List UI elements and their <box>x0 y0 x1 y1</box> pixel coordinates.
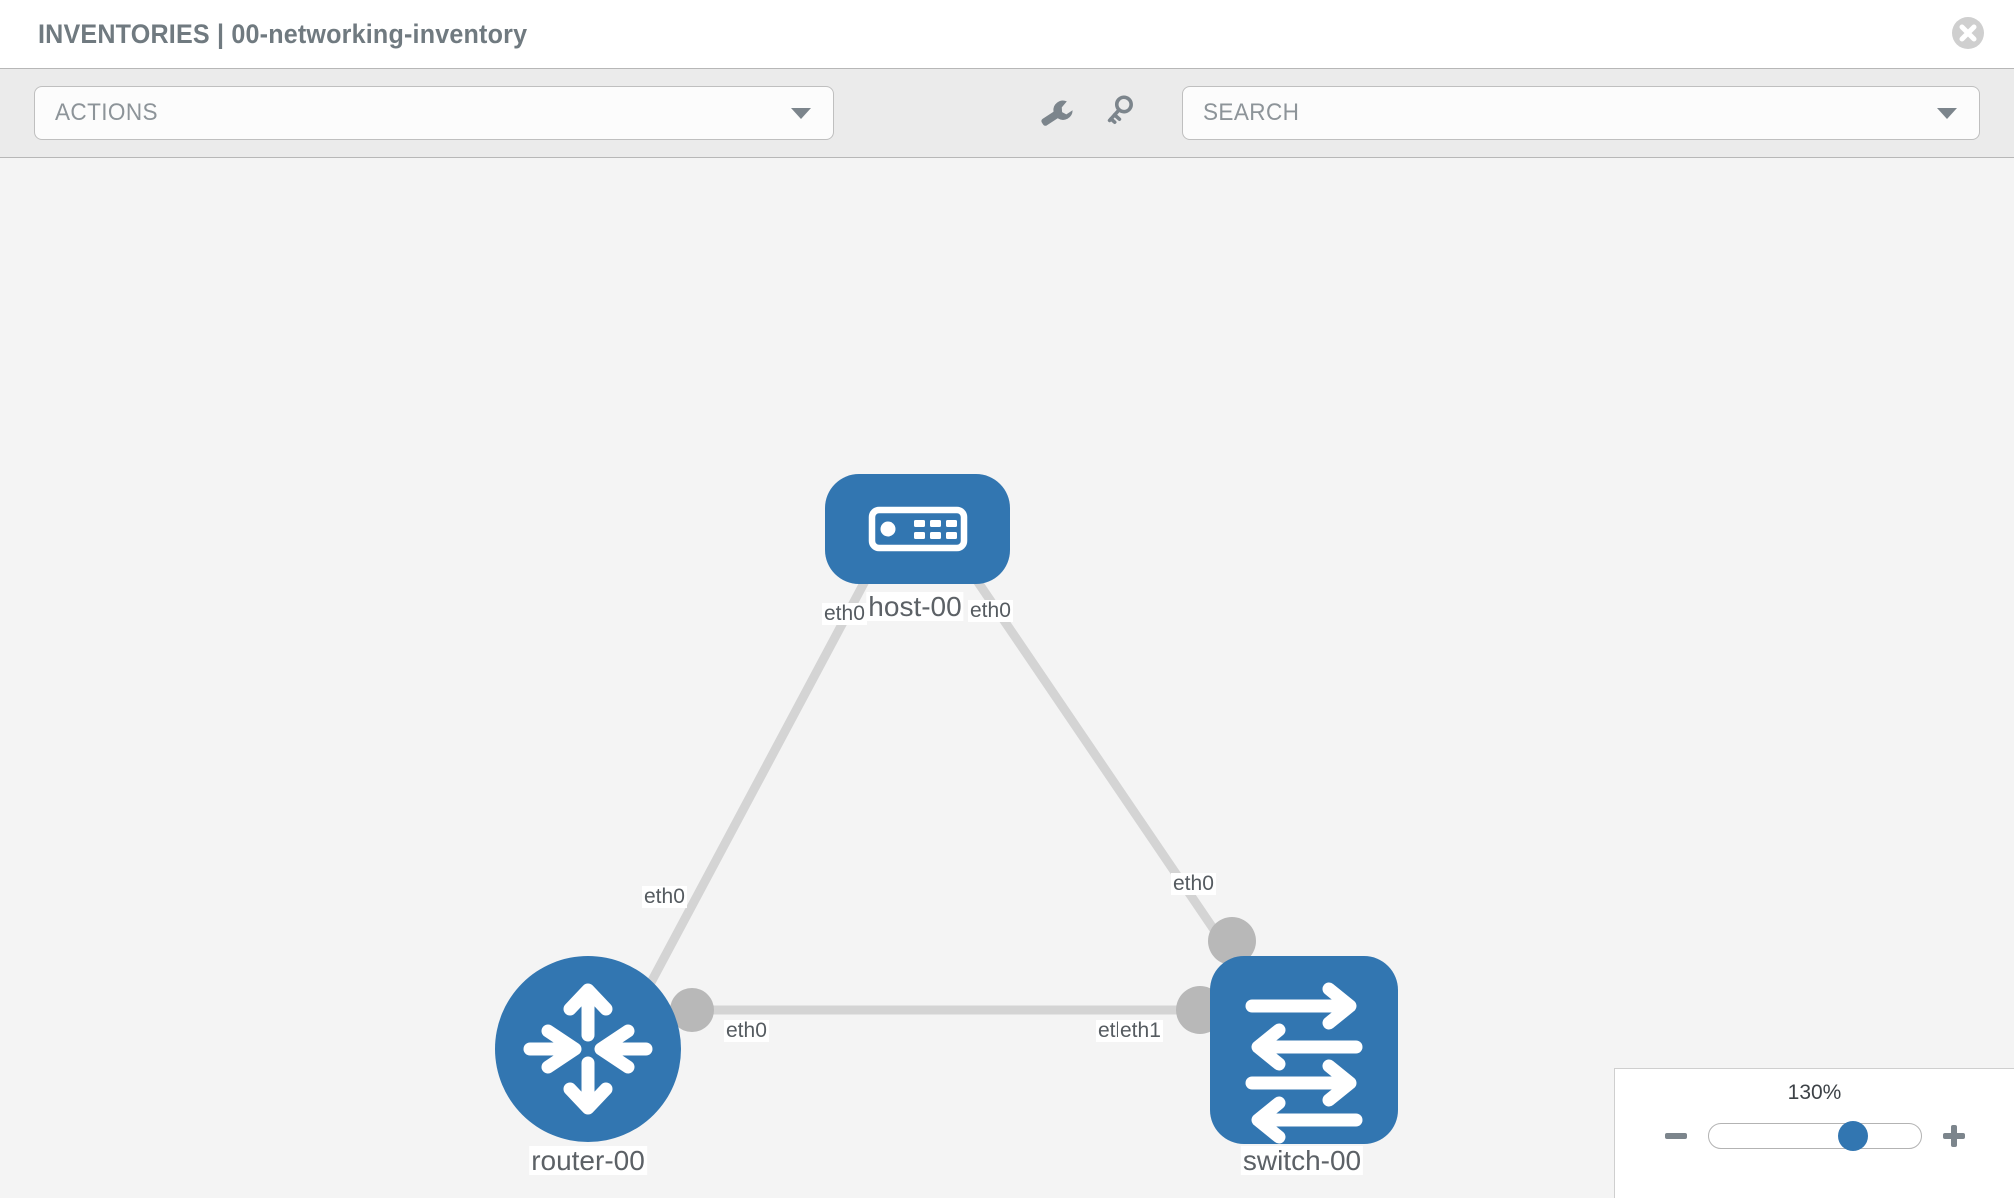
node-label-host-00: host-00 <box>866 591 964 622</box>
server-icon <box>868 506 968 552</box>
search-placeholder: SEARCH <box>1203 99 1300 126</box>
server-icon-led <box>880 521 896 537</box>
chevron-down-icon <box>791 108 811 119</box>
wrench-icon[interactable] <box>1035 91 1079 135</box>
iface-label: eth0 <box>1171 872 1216 896</box>
zoom-level-label: 130% <box>1787 1081 1842 1104</box>
iface-handle-router-east <box>670 988 714 1032</box>
zoom-out-button[interactable] <box>1661 1121 1691 1151</box>
close-icon[interactable] <box>1950 15 1986 51</box>
header-bar: INVENTORIES | 00-networking-inventory <box>0 0 2014 68</box>
zoom-in-button[interactable] <box>1939 1121 1969 1151</box>
iface-label: eth0 <box>642 885 687 909</box>
switch-icon <box>1245 982 1363 1144</box>
toolbar-icon-group <box>1035 91 1145 135</box>
zoom-slider-handle[interactable] <box>1837 1121 1868 1151</box>
toolbar: ACTIONS SEARCH <box>0 68 2014 158</box>
actions-dropdown-label: ACTIONS <box>55 99 158 126</box>
topology-graph <box>495 474 1398 1144</box>
router-icon <box>523 983 653 1115</box>
node-router-00 <box>495 956 681 1142</box>
page-title: INVENTORIES | 00-networking-inventory <box>38 18 528 49</box>
chevron-down-icon <box>1937 108 1957 119</box>
node-label-switch-00: switch-00 <box>1240 1145 1364 1176</box>
zoom-slider[interactable] <box>1707 1121 1922 1151</box>
node-host-00 <box>825 474 1010 584</box>
zoom-controls <box>1615 1121 2014 1151</box>
iface-label: eth0 <box>822 602 867 626</box>
server-icon-vents <box>914 520 957 539</box>
actions-dropdown[interactable]: ACTIONS <box>34 86 834 140</box>
key-icon[interactable] <box>1101 91 1145 135</box>
iface-handle-switch-nw <box>1208 917 1256 965</box>
iface-label: eth0 <box>724 1019 769 1043</box>
search-input[interactable]: SEARCH <box>1182 86 1980 140</box>
node-label-router-00: router-00 <box>529 1145 647 1176</box>
iface-label: eth1 <box>1118 1019 1163 1043</box>
topology-canvas[interactable]: host-00 router-00 switch-00 eth0 eth0 et… <box>0 158 2014 1198</box>
iface-label: eth0 <box>968 599 1013 623</box>
node-switch-00 <box>1210 956 1398 1144</box>
zoom-panel: 130% <box>1614 1068 2014 1198</box>
